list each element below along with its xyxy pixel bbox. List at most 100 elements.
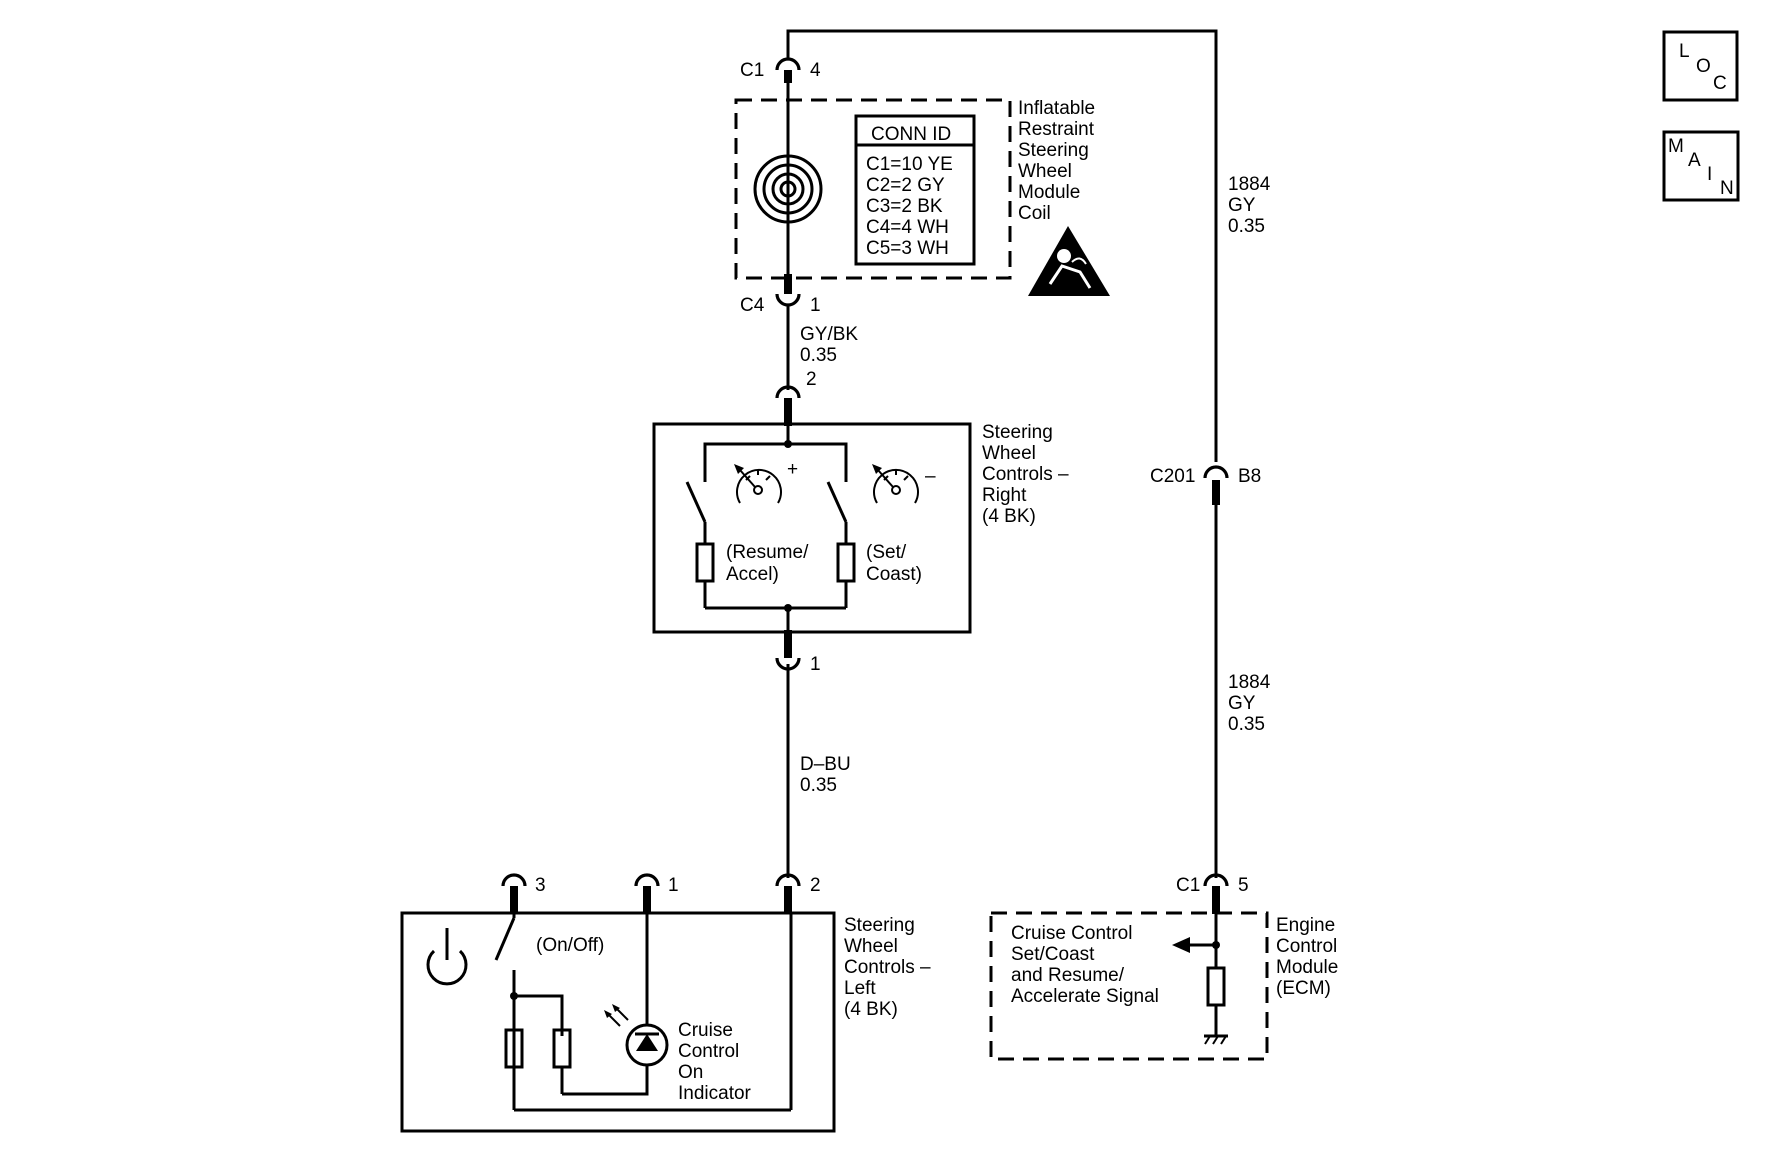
left-controls-outline (400, 911, 836, 1133)
set-switch (826, 481, 848, 523)
coil-bottom-pin: 1 (810, 295, 821, 316)
wire-1884-lower-color: GY (1228, 693, 1256, 714)
right-top-pin: 2 (806, 369, 817, 390)
ecm-signal-label-2: Set/Coast (1011, 944, 1095, 965)
coil-label-6: Coil (1018, 203, 1051, 224)
wire-1884-upper-circuit: 1884 (1228, 174, 1271, 195)
left-label-4: Left (844, 978, 876, 999)
speed-plus-icon: + (734, 459, 798, 504)
main-letter-a: A (1688, 150, 1701, 171)
ecm-pin: 5 (1238, 875, 1249, 896)
set-label-1: (Set/ (866, 542, 907, 563)
right-label-4: Right (982, 485, 1027, 506)
indicator-label-1: Cruise (678, 1020, 733, 1041)
wire-1884-lower-circuit: 1884 (1228, 672, 1271, 693)
ecm-label-2: Control (1276, 936, 1337, 957)
coil-label-5: Module (1018, 182, 1080, 203)
coil-label-4: Wheel (1018, 161, 1072, 182)
ecm-label-3: Module (1276, 957, 1338, 978)
ecm-module: C1 5 Cruise Control Set/Coast and Resume… (989, 873, 1338, 1061)
airbag-warning-icon (1028, 226, 1110, 296)
wire-gy-bk-color: GY/BK (800, 324, 858, 345)
clockspring-coil-icon (753, 154, 823, 224)
ecm-resistor (1206, 966, 1226, 1007)
loc-letter-c: C (1713, 73, 1727, 94)
ecm-signal-label-4: Accelerate Signal (1011, 986, 1159, 1007)
set-label-2: Coast) (866, 564, 922, 585)
coil-top-connector: C1 (740, 60, 764, 81)
left-label-1: Steering (844, 915, 915, 936)
right-controls-outline (652, 422, 972, 634)
coil-label-2: Restraint (1018, 119, 1095, 140)
indicator-label-4: Indicator (678, 1083, 752, 1104)
power-icon (426, 928, 468, 986)
wire-1884-lower-gauge: 0.35 (1228, 714, 1265, 735)
left-pin-1: 1 (668, 875, 679, 896)
connector-c201: C201 B8 (1150, 465, 1261, 505)
minus-sign: – (925, 466, 936, 487)
onoff-label: (On/Off) (536, 935, 604, 956)
signal-arrow-icon (1172, 937, 1190, 953)
ecm-outline (989, 911, 1269, 1061)
left-controls: 3 (On/Off) 1 Crui (400, 873, 931, 1133)
right-label-2: Wheel (982, 443, 1036, 464)
main-letter-m: M (1668, 136, 1684, 157)
ecm-label-1: Engine (1276, 915, 1335, 936)
c201-connector: C201 (1150, 466, 1195, 487)
conn-id-c2: C2=2 GY (866, 175, 945, 196)
ground-icon (1204, 1034, 1228, 1045)
left-pin-3: 3 (535, 875, 546, 896)
right-label-1: Steering (982, 422, 1053, 443)
left-label-2: Wheel (844, 936, 898, 957)
wire-gy-bk-gauge: 0.35 (800, 345, 837, 366)
connector-c4-coil: C4 1 (740, 274, 821, 316)
right-controls: 2 + (652, 369, 1069, 675)
c201-pin: B8 (1238, 466, 1261, 487)
connector-c1-coil: C1 4 (740, 57, 821, 83)
main-letter-i: I (1707, 164, 1712, 185)
resume-label-1: (Resume/ (726, 542, 809, 563)
left-label-5: (4 BK) (844, 999, 898, 1020)
indicator-label-3: On (678, 1062, 703, 1083)
speed-minus-icon: – (872, 464, 936, 504)
left-pin-2: 2 (810, 875, 821, 896)
coil-label-1: Inflatable (1018, 98, 1095, 119)
right-label-5: (4 BK) (982, 506, 1036, 527)
plus-sign: + (787, 459, 798, 480)
main-letter-n: N (1720, 178, 1734, 199)
ecm-signal-label-1: Cruise Control (1011, 923, 1132, 944)
indicator-label-2: Control (678, 1041, 739, 1062)
coil-top-pin: 4 (810, 60, 821, 81)
wire-1884-upper-color: GY (1228, 195, 1256, 216)
conn-id-c5: C5=3 WH (866, 238, 949, 259)
coil-module: CONN ID C1=10 YE C2=2 GY C3=2 BK C4=4 WH… (734, 98, 1110, 296)
left-label-3: Controls – (844, 957, 931, 978)
conn-id-c3: C3=2 BK (866, 196, 943, 217)
set-resistor (836, 542, 856, 583)
conn-id-title: CONN ID (871, 124, 951, 145)
wire-d-bu-gauge: 0.35 (800, 775, 837, 796)
loc-letter-o: O (1696, 56, 1711, 77)
coil-label-3: Steering (1018, 140, 1089, 161)
coil-module-outline (734, 98, 1012, 280)
onoff-switch (494, 917, 516, 961)
resume-resistor (695, 542, 715, 583)
loc-nav-button[interactable]: L O C (1662, 30, 1739, 102)
resume-label-2: Accel) (726, 564, 779, 585)
ecm-signal-label-3: and Resume/ (1011, 965, 1125, 986)
main-nav-button[interactable]: M A I N (1662, 130, 1740, 202)
ecm-label-4: (ECM) (1276, 978, 1331, 999)
right-bottom-pin: 1 (810, 654, 821, 675)
coil-bottom-connector: C4 (740, 295, 765, 316)
wire-1884-upper-gauge: 0.35 (1228, 216, 1265, 237)
wire-d-bu-color: D–BU (800, 754, 851, 775)
conn-id-table (854, 114, 976, 266)
led-diode-icon (604, 1004, 669, 1067)
conn-id-c1: C1=10 YE (866, 154, 953, 175)
conn-id-c4: C4=4 WH (866, 217, 949, 238)
wire-1884-upper (786, 29, 1218, 462)
resume-switch (685, 481, 707, 523)
ecm-connector: C1 (1176, 875, 1200, 896)
loc-letter-l: L (1679, 41, 1690, 62)
